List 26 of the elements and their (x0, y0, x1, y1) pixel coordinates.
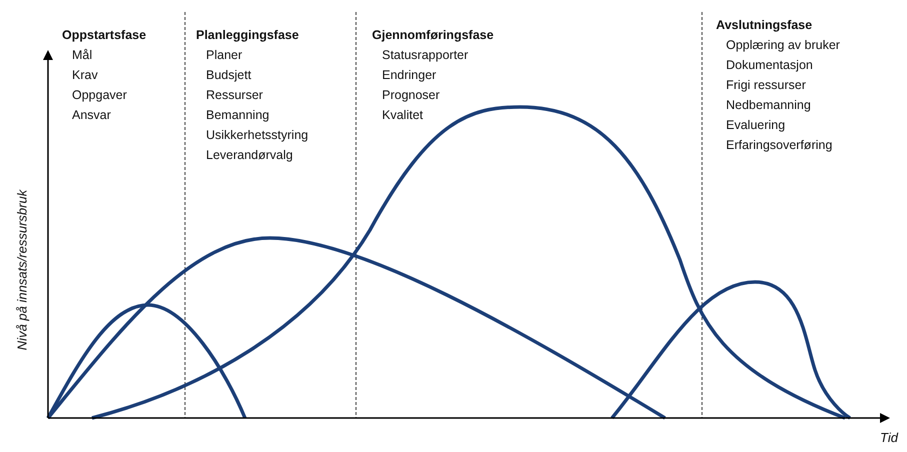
task-item: Ressurser (206, 88, 263, 103)
axis-title: Nivå på innsats/ressursbruk (14, 190, 30, 350)
task-item: Dokumentasjon (726, 58, 813, 73)
task-item: Frigi ressurser (726, 78, 806, 93)
task-item: Krav (72, 68, 98, 83)
task-item: Budsjett (206, 68, 252, 83)
task-item: Ansvar (72, 108, 111, 123)
axis-title: Tid (880, 430, 898, 445)
task-item: Leverandørvalg (206, 148, 293, 163)
task-item: Mål (72, 48, 92, 63)
task-item: Kvalitet (382, 108, 423, 123)
task-item: Planer (206, 48, 242, 63)
task-item: Evaluering (726, 118, 786, 133)
task-item: Erfaringsoverføring (726, 138, 832, 153)
task-item: Nedbemanning (726, 98, 811, 113)
phase-heading: Avslutningsfase (716, 18, 812, 33)
task-item: Statusrapporter (382, 48, 468, 63)
task-item: Prognoser (382, 88, 440, 103)
task-item: Bemanning (206, 108, 270, 123)
task-item: Endringer (382, 68, 436, 83)
phase-heading: Gjennomføringsfase (372, 28, 494, 43)
task-item: Oppgaver (72, 88, 127, 103)
task-item: Opplæring av bruker (726, 38, 840, 53)
task-item: Usikkerhetsstyring (206, 128, 308, 143)
phase-heading: Planleggingsfase (196, 28, 299, 43)
phase-heading: Oppstartsfase (62, 28, 146, 43)
